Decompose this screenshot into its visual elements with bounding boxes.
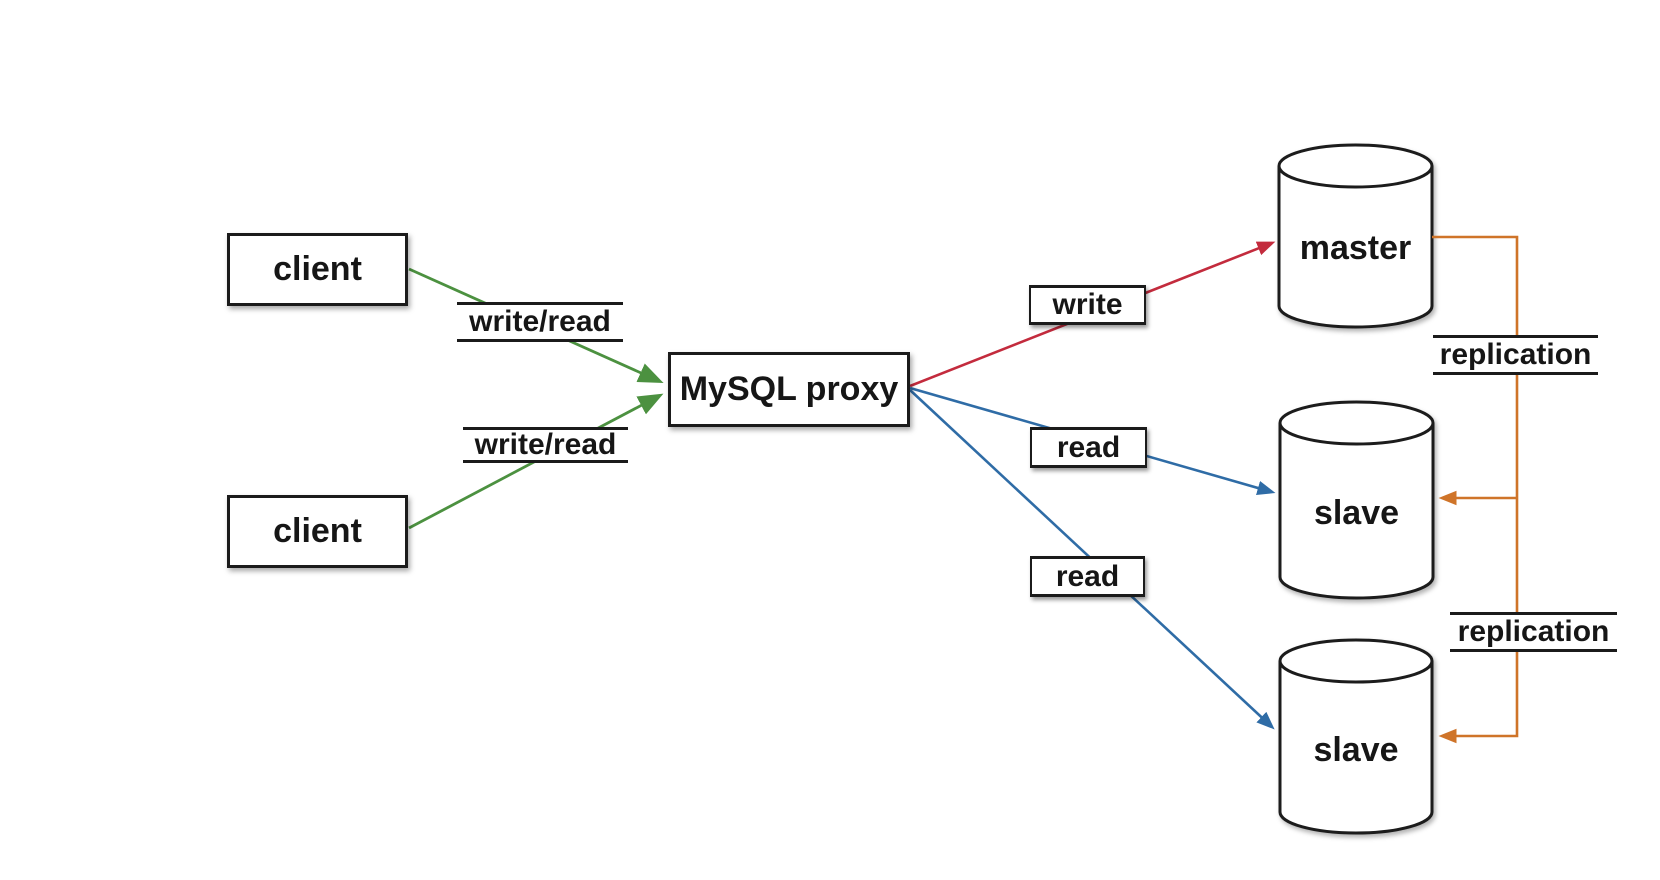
edge-label-replication-top-text: replication <box>1429 338 1602 372</box>
edge-label-write-read-top: write/read <box>457 302 623 342</box>
node-mysql-proxy: MySQL proxy <box>668 352 910 427</box>
edge-label-read-bottom: read <box>1030 556 1145 597</box>
node-slave-db-top-shape <box>1278 400 1435 600</box>
edge-label-write: write <box>1029 285 1146 325</box>
node-master-db-label: master <box>1299 228 1412 267</box>
node-slave-db-bottom-shape <box>1278 638 1434 835</box>
edge-label-replication-bottom-text: replication <box>1447 615 1620 649</box>
node-client-bottom: client <box>227 495 408 568</box>
node-client-top: client <box>227 233 408 306</box>
edge-master-to-slave-bottom-replication <box>1432 235 1519 744</box>
node-master-db-shape <box>1277 143 1434 329</box>
edge-label-replication-bottom: replication <box>1447 612 1620 652</box>
edge-label-write-read-bottom: write/read <box>463 427 628 463</box>
node-slave-db-bottom-label: slave <box>1313 730 1399 769</box>
node-slave-db-top-label: slave <box>1313 493 1400 532</box>
edge-label-read-top: read <box>1030 427 1147 468</box>
edge-label-replication-top: replication <box>1429 335 1602 375</box>
